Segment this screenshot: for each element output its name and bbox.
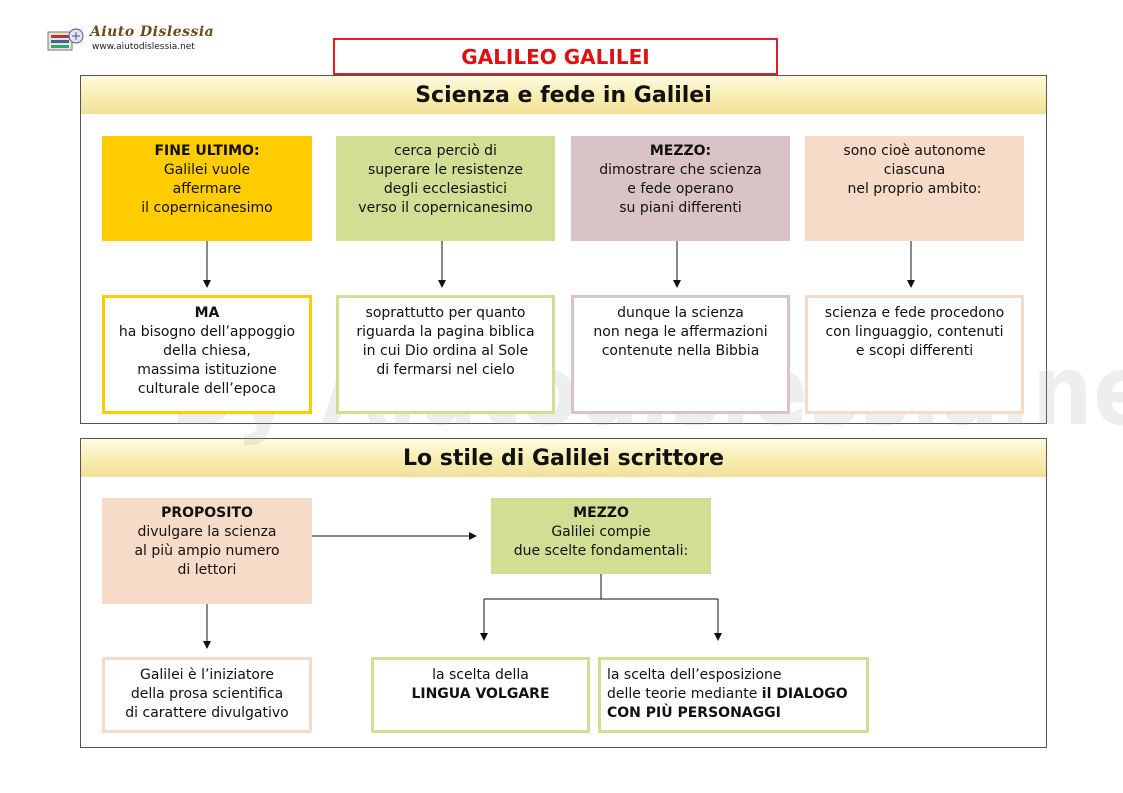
box-line: e fede operano [627,181,734,197]
box-line: la scelta dell’esposizione [607,667,782,683]
logo-url: www.aiutodislessia.net [92,42,195,52]
box-line: Galilei compie [551,524,651,540]
box-line: il copernicanesimo [141,200,273,216]
box-line: affermare [172,181,242,197]
box-line: superare le resistenze [368,162,523,178]
box-line: contenute nella Bibbia [601,343,760,359]
box-proposito: PROPOSITO divulgare la scienza al più am… [102,498,312,604]
box-line: ciascuna [883,162,946,178]
box-line: culturale dell’epoca [137,381,277,397]
box-line: Galilei vuole [163,162,251,178]
box-fine-ultimo: FINE ULTIMO: Galilei vuole affermare il … [102,136,312,241]
box-lingua-volgare: la scelta della LINGUA VOLGARE [371,657,590,733]
box-line: della chiesa, [163,343,251,359]
box-line: la scelta della [432,667,529,683]
box-procedono: scienza e fede procedono con linguaggio,… [805,295,1024,414]
section-heading: Lo stile di Galilei scrittore [81,439,1046,477]
box-line: Galilei è l’iniziatore [139,667,275,683]
box-line: cerca perciò di [394,143,497,159]
box-line: con linguaggio, contenuti [825,324,1004,340]
box-line: della prosa scientifica [130,686,284,702]
box-line: in cui Dio ordina al Sole [362,343,529,359]
box-line: al più ampio numero [134,543,280,559]
box-line: di carattere divulgativo [125,705,289,721]
box-line: verso il copernicanesimo [358,200,533,216]
box-ma-appoggio: MA ha bisogno dell’appoggio della chiesa… [102,295,312,414]
box-label: FINE ULTIMO: [154,143,260,159]
box-label: MEZZO: [649,143,712,159]
main-title: GALILEO GALILEI [333,38,778,75]
box-line: due scelte fondamentali: [513,543,689,559]
box-line: di fermarsi nel cielo [376,362,515,378]
box-line: scienza e fede procedono [824,305,1005,321]
box-label: MEZZO [573,505,629,521]
box-label: PROPOSITO [161,505,253,521]
box-pagina-biblica: soprattutto per quanto riguarda la pagin… [336,295,555,414]
box-autonome: sono cioè autonome ciascuna nel proprio … [805,136,1024,241]
box-line: ha bisogno dell’appoggio [118,324,296,340]
box-line: dunque la scienza [617,305,744,321]
box-mezzo-piani: MEZZO: dimostrare che scienza e fede ope… [571,136,790,241]
box-line-mixed: delle teorie mediante il DIALOGO [607,685,866,704]
box-line: sono cioè autonome [843,143,986,159]
box-line: degli ecclesiastici [383,181,508,197]
logo-title: Aiuto Dislessia [90,24,215,40]
box-non-nega: dunque la scienza non nega le affermazio… [571,295,790,414]
box-line: nel proprio ambito: [847,181,982,197]
box-line: massima istituzione [137,362,277,378]
box-line: riguarda la pagina biblica [356,324,535,340]
box-label: MA [194,305,220,321]
books-icon [47,28,84,51]
box-iniziatore: Galilei è l’iniziatore della prosa scien… [102,657,312,733]
box-label: CON PIÙ PERSONAGGI [607,705,781,721]
box-text-bold: il DIALOGO [761,686,848,702]
box-superare-resistenze: cerca perciò di superare le resistenze d… [336,136,555,241]
site-logo: Aiuto Dislessia www.aiutodislessia.net [46,22,214,58]
section-heading: Scienza e fede in Galilei [81,76,1046,114]
box-line: divulgare la scienza [137,524,277,540]
box-line: e scopi differenti [855,343,974,359]
box-text: delle teorie mediante [607,686,762,702]
box-line: non nega le affermazioni [593,324,768,340]
box-label: LINGUA VOLGARE [411,686,550,702]
box-line: di lettori [177,562,237,578]
box-line: su piani differenti [619,200,742,216]
box-mezzo-scelte: MEZZO Galilei compie due scelte fondamen… [491,498,711,574]
box-line: soprattutto per quanto [365,305,526,321]
box-line: dimostrare che scienza [599,162,762,178]
box-dialogo: la scelta dell’esposizione delle teorie … [598,657,869,733]
